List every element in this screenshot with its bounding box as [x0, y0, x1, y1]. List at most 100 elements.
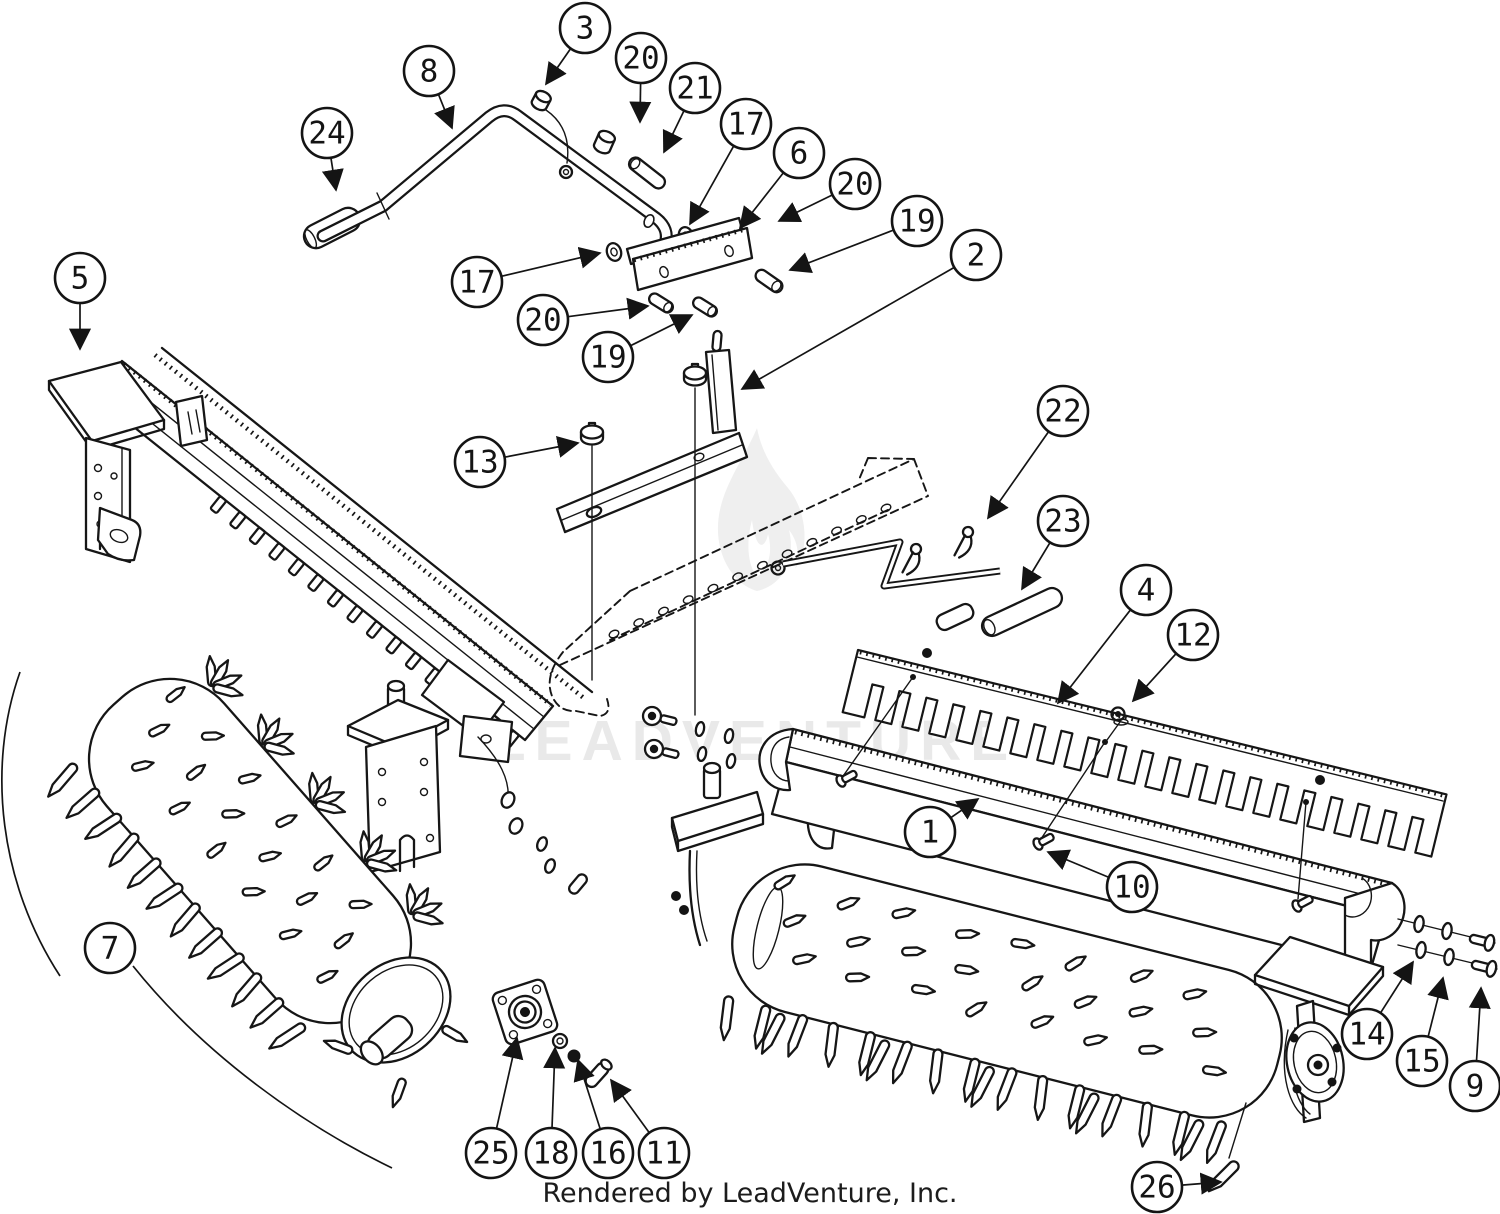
callout-circle[interactable] [53, 251, 107, 305]
callout-23[interactable]: 23 [1021, 494, 1090, 591]
callout-circle[interactable] [453, 435, 507, 489]
callout-circle[interactable] [450, 255, 504, 309]
part-drawbar-phantom [548, 457, 929, 717]
callout-circle[interactable] [1036, 384, 1090, 438]
callout-1[interactable]: 1 [903, 797, 980, 859]
callout-2[interactable]: 2 [740, 228, 1003, 390]
callout-leader [504, 436, 580, 459]
callout-number: 24 [308, 116, 345, 152]
callout-number: 9 [1466, 1069, 1485, 1105]
callout-leader [321, 157, 344, 192]
callout-26[interactable]: 26 [1130, 1160, 1223, 1214]
callout-leader [629, 82, 652, 124]
callout-circle[interactable] [1130, 1160, 1184, 1214]
callout-leader [1427, 976, 1449, 1038]
callout-circle[interactable] [614, 31, 668, 85]
part-flange-bearing [491, 978, 613, 1089]
callout-leader [740, 266, 955, 390]
callout-leader [689, 145, 735, 226]
callout-4[interactable]: 4 [1056, 563, 1173, 705]
callout-25[interactable]: 25 [464, 1036, 524, 1180]
callout-circle[interactable] [1036, 494, 1090, 548]
part-clamp-and-bracket [555, 216, 784, 716]
callout-14[interactable]: 14 [1340, 960, 1414, 1061]
callout-circle[interactable] [719, 97, 773, 151]
callout-7[interactable]: 7 [83, 921, 137, 975]
callout-5[interactable]: 5 [53, 251, 107, 351]
callout-circle[interactable] [524, 1126, 578, 1180]
callout-number: 16 [589, 1136, 626, 1172]
callout-21[interactable]: 21 [662, 61, 722, 154]
callout-circle[interactable] [1340, 1007, 1394, 1061]
callout-circle[interactable] [772, 126, 826, 180]
callout-17[interactable]: 17 [689, 97, 773, 226]
hardware-comb-screws [835, 648, 1325, 913]
callout-15[interactable]: 15 [1395, 976, 1449, 1088]
callout-10[interactable]: 10 [1046, 849, 1159, 914]
callout-13[interactable]: 13 [453, 435, 580, 489]
callout-circle[interactable] [828, 157, 882, 211]
callout-number: 21 [676, 71, 713, 107]
callout-circle[interactable] [402, 44, 456, 98]
callout-circle[interactable] [668, 61, 722, 115]
callout-leader [609, 1078, 650, 1134]
callout-leader [573, 1058, 602, 1130]
callout-leader [662, 110, 685, 154]
part-spike-roller-left [1, 655, 469, 1169]
callout-circle[interactable] [890, 194, 944, 248]
callout-number: 17 [458, 265, 495, 301]
part-center-mount [641, 705, 838, 947]
callout-leader [986, 431, 1050, 520]
callout-number: 22 [1044, 394, 1081, 430]
callout-12[interactable]: 12 [1131, 608, 1220, 703]
callout-leader [777, 194, 833, 223]
callout-number: 8 [420, 54, 439, 90]
callout-leader [1131, 652, 1177, 703]
part-spike-roller-right [719, 863, 1283, 1164]
callout-leader [1021, 541, 1051, 591]
callout-11[interactable]: 11 [609, 1078, 691, 1180]
callout-number: 20 [836, 167, 873, 203]
callout-number: 18 [532, 1136, 569, 1172]
callout-9[interactable]: 9 [1448, 986, 1500, 1113]
callout-circle[interactable] [464, 1126, 518, 1180]
callout-circle[interactable] [558, 1, 612, 55]
callout-leader [1181, 1172, 1223, 1195]
callout-22[interactable]: 22 [986, 384, 1090, 520]
callout-19[interactable]: 19 [788, 194, 944, 273]
callout-20[interactable]: 20 [614, 31, 668, 124]
callout-circle[interactable] [1105, 860, 1159, 914]
callout-number: 5 [71, 261, 90, 297]
callout-17[interactable]: 17 [450, 246, 602, 309]
callout-number: 17 [727, 107, 764, 143]
callout-leader [501, 246, 602, 278]
callout-circle[interactable] [949, 228, 1003, 282]
callout-3[interactable]: 3 [544, 1, 612, 86]
callout-circle[interactable] [903, 805, 957, 859]
callout-18[interactable]: 18 [524, 1046, 578, 1180]
callout-circle[interactable] [581, 1126, 635, 1180]
callout-24[interactable]: 24 [300, 106, 354, 192]
callout-19[interactable]: 19 [581, 314, 694, 384]
callout-circle[interactable] [1395, 1034, 1449, 1088]
part-handle-assembly [302, 89, 695, 269]
callout-circle[interactable] [516, 293, 570, 347]
callout-20[interactable]: 20 [777, 157, 882, 223]
callout-20[interactable]: 20 [516, 293, 650, 347]
callout-6[interactable]: 6 [738, 126, 826, 230]
callout-circle[interactable] [581, 330, 635, 384]
callout-circle[interactable] [1166, 608, 1220, 662]
footer-credit: Rendered by LeadVenture, Inc. [542, 1178, 957, 1209]
callout-circle[interactable] [1448, 1059, 1500, 1113]
callout-number: 3 [576, 11, 595, 47]
callout-8[interactable]: 8 [402, 44, 456, 130]
callout-circle[interactable] [300, 106, 354, 160]
callout-circle[interactable] [83, 921, 137, 975]
callout-16[interactable]: 16 [573, 1058, 635, 1180]
callout-leader [544, 48, 572, 86]
hairpin-clip [953, 525, 975, 559]
callout-leader [1379, 960, 1414, 1014]
callout-circle[interactable] [637, 1126, 691, 1180]
callout-circle[interactable] [1119, 563, 1173, 617]
